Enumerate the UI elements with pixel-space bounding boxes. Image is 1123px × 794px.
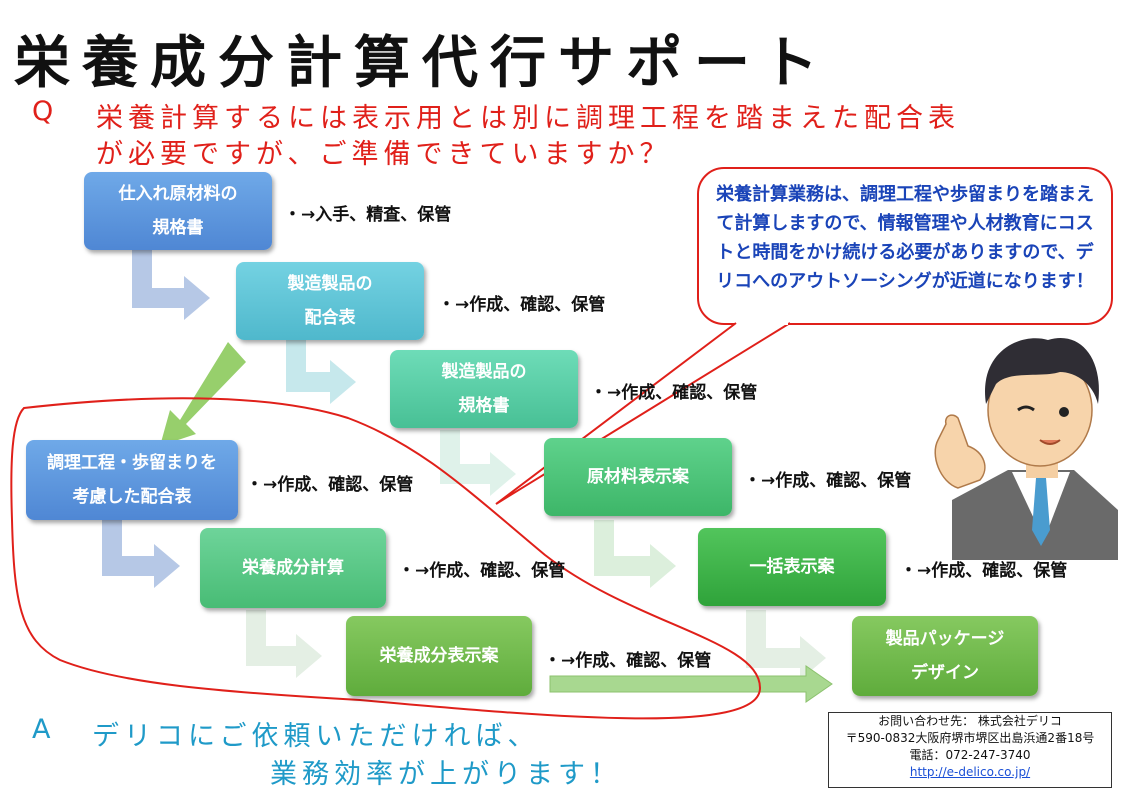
highlight-outline <box>10 397 762 720</box>
note-supplier-spec: ・→入手、精査、保管 <box>284 205 452 225</box>
box-product-spec: 製造製品の 規格書 <box>390 350 578 428</box>
note-bulk-label: ・→作成、確認、保管 <box>900 561 1068 581</box>
note-nutrition-label: ・→作成、確認、保管 <box>544 651 712 671</box>
page-title: 栄養成分計算代行サポート <box>14 31 830 96</box>
speech-bubble <box>697 167 1113 325</box>
box-process-mix-table: 調理工程・歩留まりを 考慮した配合表 <box>26 440 238 520</box>
arrow-6 <box>246 610 322 678</box>
note-raw-material-label: ・→作成、確認、保管 <box>744 471 912 491</box>
arrow-4 <box>102 520 180 588</box>
answer-mark: A <box>32 714 56 745</box>
diagonal-arrow <box>160 342 246 446</box>
question-line-1: 栄養計算するには表示用とは別に調理工程を踏まえた配合表 <box>96 103 960 134</box>
contact-company: お問い合わせ先： 株式会社デリコ <box>878 714 1062 728</box>
arrow-3 <box>440 430 516 496</box>
box-nutrition-calc: 栄養成分計算 <box>200 528 386 608</box>
box-nutrition-label: 栄養成分表示案 <box>346 616 532 696</box>
note-mix-table: ・→作成、確認、保管 <box>438 295 606 315</box>
note-nutrition-calc: ・→作成、確認、保管 <box>398 561 566 581</box>
contact-box: お問い合わせ先： 株式会社デリコ 〒590-0832大阪府堺市堺区出島浜通2番1… <box>828 712 1112 788</box>
note-process-mix-table: ・→作成、確認、保管 <box>246 475 414 495</box>
contact-address: 〒590-0832大阪府堺市堺区出島浜通2番18号 <box>845 731 1095 745</box>
box-bulk-label: 一括表示案 <box>698 528 886 606</box>
bottom-long-arrow <box>549 665 833 703</box>
note-product-spec: ・→作成、確認、保管 <box>590 383 758 403</box>
businessman-illustration <box>934 337 1118 560</box>
answer-line-2: 業務効率が上がります！ <box>270 759 622 790</box>
contact-phone: 電話：072-247-3740 <box>909 748 1031 762</box>
box-supplier-spec: 仕入れ原材料の 規格書 <box>84 172 272 250</box>
arrow-7 <box>746 610 826 680</box>
arrow-2 <box>286 340 356 404</box>
arrow-5 <box>594 520 676 588</box>
box-raw-material-label: 原材料表示案 <box>544 438 732 516</box>
question-line-2: が必要ですが、ご準備できていますか？ <box>96 139 672 170</box>
box-mix-table: 製造製品の 配合表 <box>236 262 424 340</box>
contact-url-link[interactable]: http://e-delico.co.jp/ <box>909 765 1031 779</box>
speech-bubble-text: 栄養計算業務は、調理工程や歩留まりを踏まえて計算しますので、情報管理や人材教育に… <box>716 184 1094 292</box>
answer-line-1: デリコにご依頼いただければ、 <box>92 721 540 752</box>
box-package-design: 製品パッケージ デザイン <box>852 616 1038 696</box>
question-mark: Q <box>32 96 59 127</box>
arrow-1 <box>132 250 210 320</box>
